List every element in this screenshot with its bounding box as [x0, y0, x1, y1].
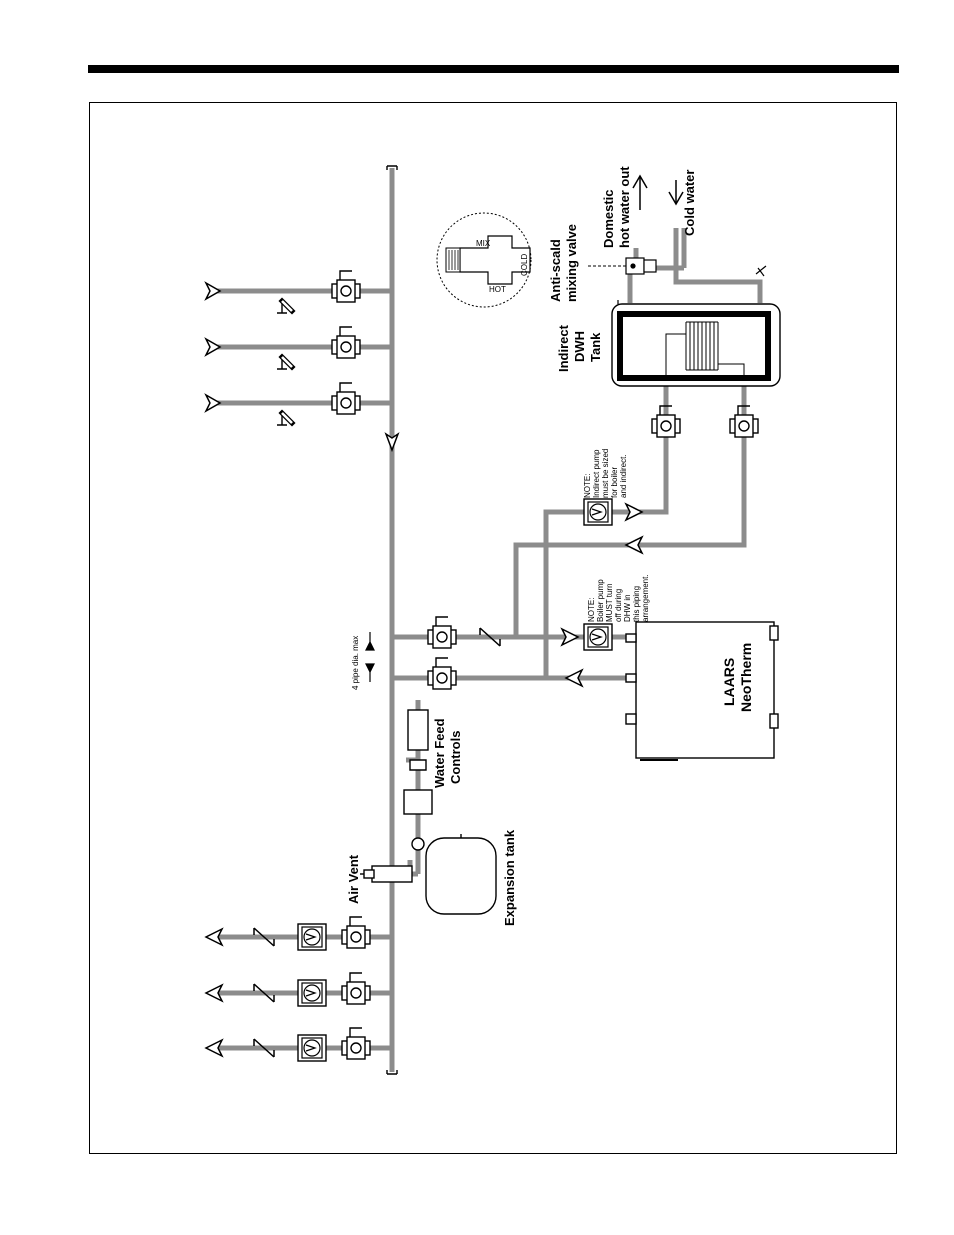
expansion-tank-label: Expansion tank [502, 829, 517, 926]
mixing-valve-label: Anti-scald mixing valve [548, 224, 579, 302]
boiler-pump-note: NOTE: Boiler pump MUST turn off during D… [587, 574, 650, 622]
indirect-pump-note: NOTE: Indirect pump must be sized for bo… [583, 446, 628, 498]
boiler-body [626, 622, 778, 760]
drain-valves [277, 299, 292, 425]
cold-water-label: Cold water [682, 170, 697, 236]
hot-label: HOT [489, 285, 506, 294]
cold-label: COLD [520, 254, 529, 276]
indirect-tank [612, 304, 780, 386]
air-vent [360, 866, 412, 882]
expansion-tank-shape [426, 834, 496, 914]
mixing-valve [626, 258, 656, 274]
pipe-dia-label: 4 pipe dia. max [351, 636, 360, 690]
water-feed-label: Water Feed Controls [432, 715, 463, 788]
indirect-tank-label: Indirect DWH Tank [556, 321, 603, 372]
mixing-valve-detail [437, 213, 531, 307]
domestic-hot-water-label: Domestic hot water out [601, 166, 632, 248]
dimension-marks [366, 632, 374, 682]
air-vent-label: Air Vent [346, 854, 361, 904]
mix-label: MIX [476, 239, 491, 248]
